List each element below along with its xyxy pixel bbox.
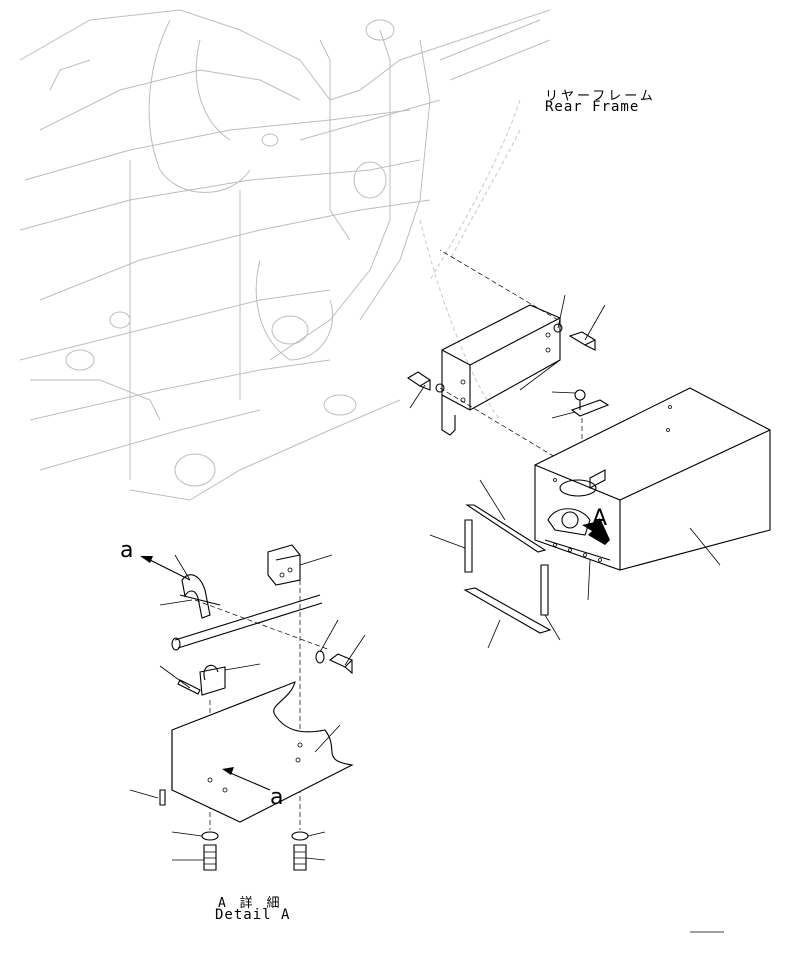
view-marker-a: A <box>592 506 608 531</box>
rubber-pads <box>463 504 552 634</box>
rear-frame-outline <box>19 9 551 501</box>
rear-frame-leader <box>449 129 521 261</box>
arrow-label-a-lower: a <box>270 785 284 810</box>
tank-clip <box>570 389 610 417</box>
tank-box <box>534 387 771 571</box>
leader-lines <box>129 294 721 861</box>
upper-bracket <box>441 304 561 436</box>
detail-a-assembly <box>159 544 354 871</box>
bracket-bolt-left <box>406 371 445 393</box>
rear-frame-label-jp: リヤーフレーム <box>545 89 656 104</box>
detail-label-en: Detail A <box>215 907 291 923</box>
direction-arrow-upper <box>140 556 191 581</box>
detail-label-jp: A 詳 細 <box>218 896 283 911</box>
view-arrow-icon <box>582 518 610 545</box>
bracket-bolt-right <box>553 323 597 351</box>
rear-frame-label-en: Rear Frame <box>545 99 640 115</box>
arrow-label-a-upper: a <box>120 538 134 563</box>
direction-arrow-lower <box>222 767 271 791</box>
